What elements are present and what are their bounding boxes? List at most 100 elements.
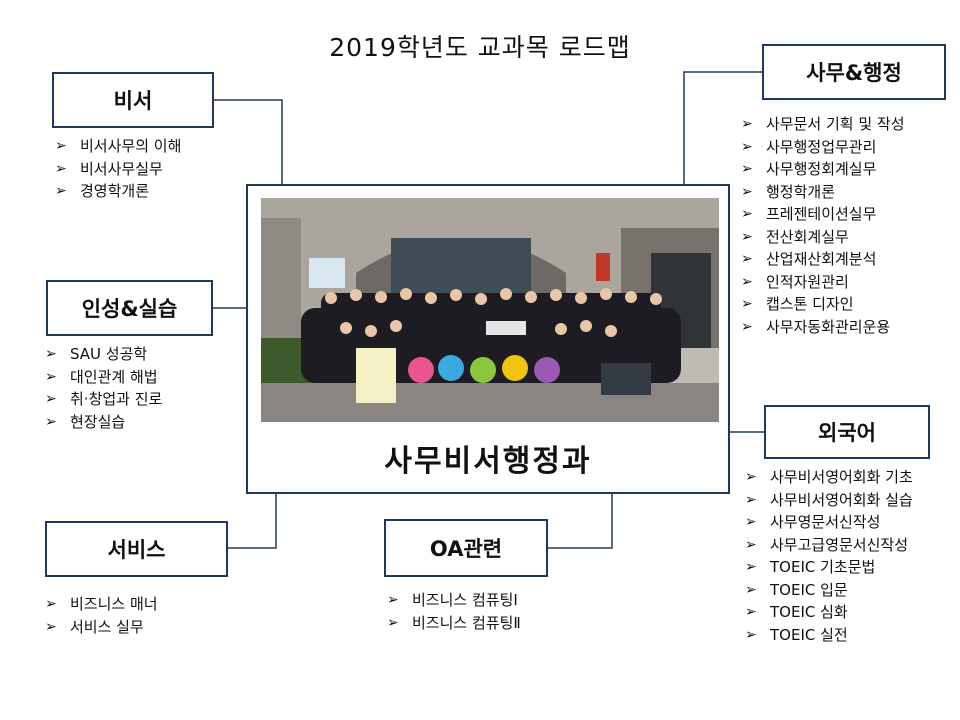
course-item-label: 사무자동화관리운용: [766, 317, 891, 336]
page-title: 2019학년도 교과목 로드맵: [329, 33, 631, 62]
course-list-service: ➢ 비즈니스 매너 ➢ 서비스 실무: [42, 593, 158, 638]
arrow-bullet-icon: ➢: [741, 183, 753, 200]
course-item: ➢ 산업재산회계분석: [738, 248, 905, 271]
course-item: ➢ 서비스 실무: [42, 616, 158, 639]
arrow-bullet-icon: ➢: [741, 206, 753, 222]
course-item: ➢TOEIC 실전: [742, 624, 913, 647]
arrow-bullet-icon: ➢: [745, 604, 757, 620]
connector-service: [228, 494, 277, 549]
course-item-label: 경영학개론: [80, 182, 150, 200]
course-item: ➢ 비즈니스 매너: [42, 593, 158, 616]
course-item-label: TOEIC 기초문법: [770, 558, 876, 576]
group-photo: [261, 198, 719, 422]
course-item: ➢ 비서사무실무: [52, 158, 181, 181]
category-label-oa: OA관련: [429, 537, 503, 561]
course-item-label: 사무고급영문서신작성: [770, 535, 909, 554]
course-item: ➢ TOEIC 기초문법: [742, 556, 913, 579]
category-box-language: 외국어: [764, 405, 930, 459]
course-item-label: 사무비서영어회화 기초: [770, 468, 913, 486]
course-item-label: 행정학개론: [766, 182, 836, 201]
course-item: ➢ 행정학개론: [738, 181, 905, 204]
arrow-bullet-icon: ➢: [45, 618, 57, 635]
group-photo-illustration: [261, 198, 719, 422]
arrow-bullet-icon: ➢: [741, 251, 753, 267]
course-item: ➢ 사무문서 기획 및 작성: [738, 113, 905, 136]
category-box-character: 인성&실습: [46, 280, 213, 336]
arrow-bullet-icon: ➢: [741, 161, 753, 177]
course-item-label: 사무영문서신작성: [770, 513, 881, 531]
course-item-label: 전산회계실무: [766, 227, 849, 246]
arrow-bullet-icon: ➢: [745, 491, 757, 508]
course-list-admin: ➢사무문서 기획 및 작성➢사무행정업무관리➢사무행정회계실무➢행정학개론➢프레…: [738, 113, 905, 338]
course-item: ➢ 취·창업과 진로: [42, 388, 162, 411]
arrow-bullet-icon: ➢: [55, 138, 67, 154]
connector-secretary: [214, 99, 283, 184]
category-box-secretary: 비서: [52, 72, 214, 128]
course-item: ➢사무행정업무관리: [738, 136, 905, 159]
course-item: ➢전산회계실무: [738, 226, 905, 249]
course-item: ➢SAU 성공학: [42, 343, 162, 366]
course-item-label: 인적자원관리: [766, 272, 849, 291]
course-item-label: 사무행정업무관리: [766, 137, 877, 156]
course-item: ➢ 비서사무의 이해: [52, 135, 181, 158]
arrow-bullet-icon: ➢: [387, 592, 399, 608]
arrow-bullet-icon: ➢: [45, 391, 57, 407]
arrow-bullet-icon: ➢: [45, 413, 57, 430]
course-item-label: 현장실습: [70, 412, 126, 431]
category-box-admin: 사무&행정: [762, 44, 946, 100]
course-item: ➢ 비즈니스 컴퓨팅Ⅱ: [384, 612, 521, 635]
course-item-label: 비즈니스 매너: [70, 595, 158, 613]
course-item: ➢사무고급영문서신작성: [742, 534, 913, 557]
category-label-character: 인성&실습: [81, 297, 178, 321]
category-label-admin: 사무&행정: [806, 61, 902, 85]
course-item-label: 비서사무실무: [80, 159, 163, 178]
course-item-label: 산업재산회계분석: [766, 250, 877, 268]
course-item: ➢비즈니스 컴퓨팅Ⅰ: [384, 589, 521, 612]
arrow-bullet-icon: ➢: [741, 273, 753, 290]
course-item: ➢ 인적자원관리: [738, 271, 905, 294]
center-department-box: 사무비서행정과: [246, 184, 730, 494]
course-item: ➢캡스톤 디자인: [738, 293, 905, 316]
course-item-label: 캡스톤 디자인: [766, 295, 854, 313]
course-item-label: TOEIC 심화: [770, 603, 848, 621]
center-department-label: 사무비서행정과: [384, 444, 592, 479]
category-label-secretary: 비서: [113, 89, 153, 113]
arrow-bullet-icon: ➢: [745, 514, 757, 530]
course-item-label: 취·창업과 진로: [70, 390, 163, 408]
arrow-bullet-icon: ➢: [45, 596, 57, 612]
course-item-label: 대인관계 해법: [70, 367, 158, 386]
course-item-label: 사무비서영어회화 실습: [770, 490, 913, 509]
arrow-bullet-icon: ➢: [55, 183, 67, 199]
course-item-label: 비서사무의 이해: [80, 137, 182, 155]
course-list-oa: ➢비즈니스 컴퓨팅Ⅰ➢비즈니스 컴퓨팅Ⅱ: [384, 589, 521, 634]
course-item: ➢ 사무자동화관리운용: [738, 316, 905, 339]
course-item: ➢ 경영학개론: [52, 180, 181, 203]
course-item-label: 비즈니스 컴퓨팅Ⅱ: [412, 613, 521, 632]
arrow-bullet-icon: ➢: [745, 581, 757, 598]
course-item-label: 사무문서 기획 및 작성: [766, 115, 905, 133]
arrow-bullet-icon: ➢: [745, 559, 757, 575]
course-item: ➢ TOEIC 입문: [742, 579, 913, 602]
connector-admin: [683, 71, 762, 184]
arrow-bullet-icon: ➢: [55, 160, 67, 177]
course-item: ➢ 현장실습: [42, 411, 162, 434]
course-item-label: 서비스 실무: [70, 617, 144, 636]
arrow-bullet-icon: ➢: [45, 368, 57, 385]
course-item-label: SAU 성공학: [70, 345, 148, 363]
arrow-bullet-icon: ➢: [741, 116, 753, 132]
arrow-bullet-icon: ➢: [741, 318, 753, 335]
category-label-service: 서비스: [107, 538, 166, 562]
course-item: ➢ 대인관계 해법: [42, 366, 162, 389]
course-item-label: 사무행정회계실무: [766, 160, 877, 178]
arrow-bullet-icon: ➢: [387, 614, 399, 631]
course-list-secretary: ➢ 비서사무의 이해 ➢ 비서사무실무 ➢ 경영학개론: [52, 135, 181, 203]
category-box-service: 서비스: [45, 521, 228, 577]
course-item: ➢ 사무행정회계실무: [738, 158, 905, 181]
course-item: ➢ 사무영문서신작성: [742, 511, 913, 534]
category-label-language: 외국어: [818, 421, 876, 445]
course-item-label: TOEIC 실전: [770, 625, 848, 644]
course-item: ➢ TOEIC 심화: [742, 601, 913, 624]
course-item-label: TOEIC 입문: [770, 580, 848, 599]
connector-oa: [548, 494, 613, 549]
